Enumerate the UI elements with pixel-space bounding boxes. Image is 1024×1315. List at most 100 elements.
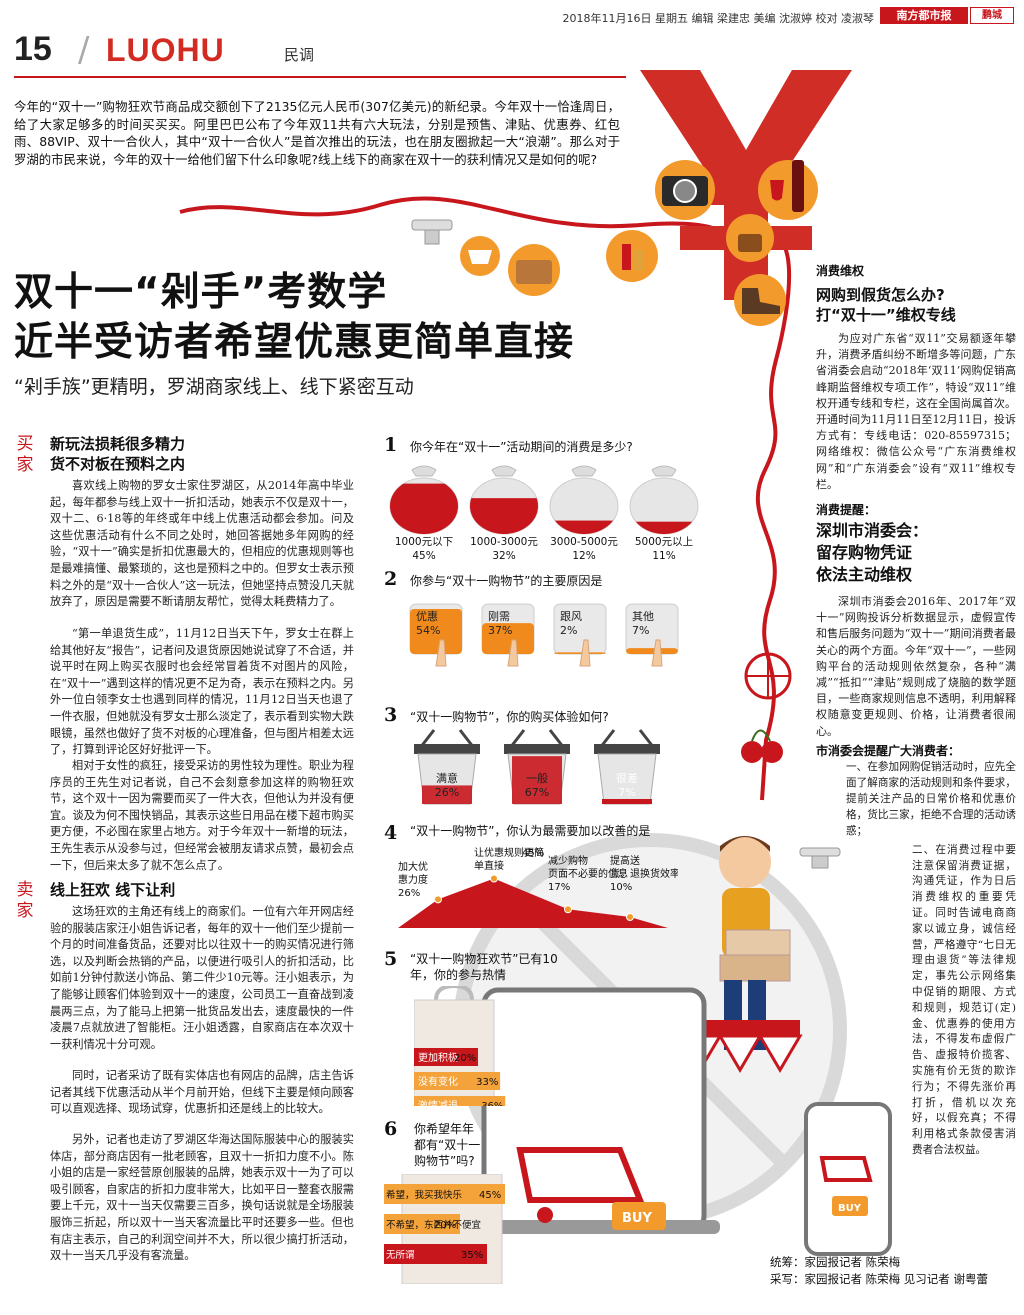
lipstick-icon <box>606 230 658 282</box>
q4-pct-0: 26% <box>398 888 420 899</box>
q6-question-line1: 你希望年年 <box>414 1122 475 1136</box>
article-left-column: 买家 新玩法损耗很多精力 货不对板在预料之内 喜欢线上购物的罗女士家住罗湖区，从… <box>14 432 355 1282</box>
headline-block: 双十一“剁手”考数学 近半受访者希望优惠更简单直接 “剁手族”更精明，罗湖商家线… <box>14 268 774 399</box>
q3-label-2: 很差 <box>616 771 638 785</box>
q5-number: 5 <box>384 948 398 970</box>
q5-pct-1: 33% <box>476 1077 498 1088</box>
q5-question-line1: “双十一购物狂欢节”已有10 <box>410 952 558 966</box>
q1-bag-3 <box>629 465 699 535</box>
q6-label-2: 无所谓 <box>386 1249 415 1261</box>
page-number: 15 <box>14 30 52 68</box>
reminder-title-2: 留存购物凭证 <box>816 543 913 563</box>
seller-paragraph-2: 同时，记者采访了既有实体店也有网店的品牌，店主告诉记者其线下优惠活动从半个月前开… <box>50 1069 354 1116</box>
q6-pct-1: 20% <box>434 1220 456 1231</box>
buy-label-1: BUY <box>622 1211 652 1226</box>
q6-bar-0 <box>384 1184 505 1204</box>
credits-line-2: 采写：家园报记者 陈荣梅 见习记者 谢粤蕾 <box>770 1272 988 1286</box>
buyer-paragraph-3: 相对于女性的疯狂，接受采访的男性较为理性。职业为程序员的王先生对记者说，自己不会… <box>50 759 354 872</box>
buyer-tag: 买家 <box>16 434 34 475</box>
q4-label2-3: 货、退换货效率 <box>610 867 678 880</box>
q4-question: “双十一购物节”，你认为最需要加以改善的是 <box>410 824 651 838</box>
survey-infographic: 1 你今年在“双十一”活动期间的消费是多少? 2 你参与“双十一购物节”的主要原… <box>384 432 702 1284</box>
q1-label-0: 1000元以下 <box>394 536 454 548</box>
q6-number: 6 <box>384 1118 398 1140</box>
sidebar-right-column: 消费维权 网购到假货怎么办? 打“双十一”维权专线 为应对广东省“双11”交易额… <box>816 262 1016 1159</box>
q5-label-2: 激情减退 <box>418 1099 458 1106</box>
q5-pct-2: 36% <box>481 1101 503 1106</box>
q5-bar-0 <box>414 1048 478 1066</box>
q1-pct-3: 11% <box>652 550 676 562</box>
reminder-kicker: 消费提醒： <box>816 503 877 518</box>
seller-subhead: 线上狂欢 线下让利 <box>50 881 176 899</box>
q2-label-1: 刚需 <box>488 610 510 623</box>
q1-pct-2: 12% <box>572 550 596 562</box>
q1-bag-1 <box>469 465 539 535</box>
q3-basket-2: 很差7% <box>594 729 660 805</box>
issue-meta: 2018年11月16日 星期五 编辑 梁建忠 美编 沈淑婷 校对 凌淑琴 <box>562 12 874 25</box>
teacup-icon <box>460 236 500 276</box>
q4-area-chart: 加大优惠力度26%让优惠规则更简单直接45%减少购物页面不必要的信息17%提高送… <box>398 846 678 928</box>
q2-label-0: 优惠 <box>416 609 438 623</box>
q1-question: 你今年在“双十一”活动期间的消费是多少? <box>410 440 633 454</box>
q2-option-2: 跟风2% <box>553 603 607 667</box>
q6-bar-1 <box>384 1214 460 1234</box>
camera-icon <box>655 160 715 220</box>
seller-tag: 卖家 <box>16 880 34 921</box>
q1-label-1: 1000-3000元 <box>470 536 538 548</box>
q3-label-0: 满意 <box>436 771 458 785</box>
q4-point-1 <box>490 874 498 883</box>
q2-number: 2 <box>384 568 398 590</box>
q3-number: 3 <box>384 704 398 726</box>
reminder-list-title: 市消委会提醒广大消费者： <box>816 743 961 758</box>
laptop-shop: BUY <box>470 987 720 1234</box>
q6-pct-2: 35% <box>461 1250 483 1261</box>
q1-bag-2 <box>549 465 619 535</box>
q3-question: “双十一购物节”，你的购买体验如何? <box>410 710 609 724</box>
q3-label-1: 一般 <box>526 772 548 785</box>
q4-pct-2: 17% <box>548 882 570 893</box>
q5-label-1: 没有变化 <box>418 1075 458 1088</box>
q4-point-2 <box>564 905 572 914</box>
section-name: 民调 <box>284 46 315 64</box>
q1-money-bags <box>389 465 699 535</box>
yen-sign <box>640 70 852 300</box>
boot-icon <box>734 274 786 326</box>
q4-label2-1: 单直接 <box>474 859 504 872</box>
q4-label1-2: 减少购物 <box>548 854 588 867</box>
credits-line-1: 统筹：家园报记者 陈荣梅 <box>770 1255 901 1269</box>
q5-label-0: 更加积极 <box>418 1051 458 1064</box>
q3-pct-2: 7% <box>618 786 635 799</box>
buy-label-2: BUY <box>838 1203 862 1214</box>
q2-label-3: 其他 <box>632 610 654 623</box>
wine-icon <box>758 160 818 220</box>
page-slash: / <box>78 30 90 70</box>
q2-question: 你参与“双十一购物节”的主要原因是 <box>410 574 603 588</box>
q6-question-line2: 都有“双十一 <box>414 1138 481 1152</box>
q1-label-3: 5000元以上 <box>634 536 694 548</box>
reminder-title-3: 依法主动维权 <box>816 565 913 585</box>
q4-label2-2: 页面不必要的信息 <box>548 867 628 880</box>
seller-paragraph-3: 另外，记者也走访了罗湖区华海达国际服装中心的服装实体店，部分商店因有一批老顾客，… <box>50 1133 354 1263</box>
buyer-paragraph-1: 喜欢线上购物的罗女士家住罗湖区，从2014年高中毕业起，每年都参与线上双十一折扣… <box>50 479 354 609</box>
q2-option-3: 其他7% <box>625 603 679 667</box>
q2-pct-1: 37% <box>488 624 512 637</box>
q5-bar-2 <box>414 1096 506 1106</box>
q4-number: 4 <box>384 822 398 844</box>
q6-label-0: 希望，我买我快乐 <box>386 1189 463 1201</box>
rights-title-2: 打“双十一”维权专线 <box>816 306 956 324</box>
drone-icon <box>411 219 453 245</box>
q4-point-0 <box>434 895 442 904</box>
header-rule <box>14 76 626 78</box>
intro-paragraph: 今年的“双十一”购物狂欢节商品成交额创下了2135亿元人民币(307亿美元)的新… <box>14 99 620 167</box>
q6-pct-0: 45% <box>479 1190 501 1201</box>
q1-pct-0: 45% <box>412 550 436 562</box>
q2-label-2: 跟风 <box>560 610 582 623</box>
rights-body: 为应对广东省“双11”交易额逐年攀升，消费矛盾纠纷不断增多等问题，广东省消委会启… <box>816 332 1016 491</box>
q5-bag-handle <box>434 986 474 1001</box>
q4-pct-3: 10% <box>610 882 632 893</box>
q4-label1-3: 提高送 <box>610 854 640 867</box>
